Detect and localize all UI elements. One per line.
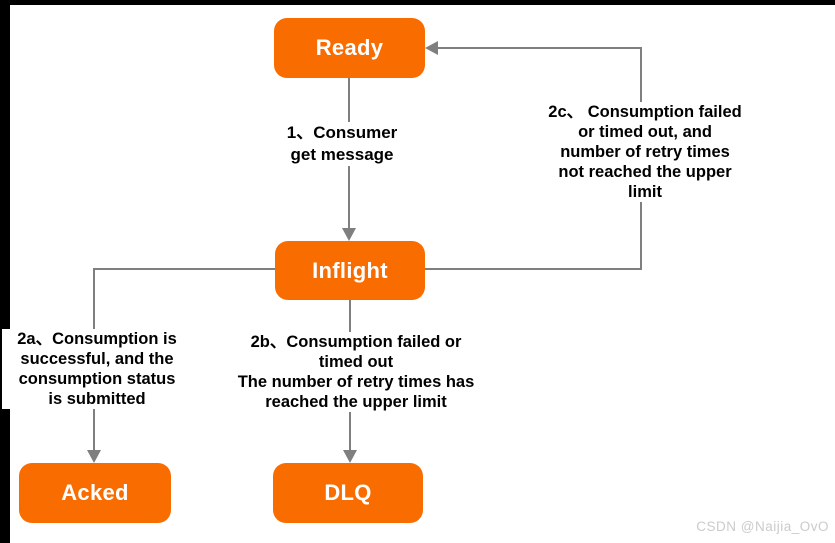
edge-label-line: get message: [290, 145, 394, 164]
arrowhead-into-dlq-icon: [343, 450, 357, 463]
node-ready: Ready: [274, 18, 425, 78]
edge-label-consumption-successful: 2a、Consumption is successful, and the co…: [2, 329, 192, 409]
screen-edge-left: [0, 0, 10, 543]
arrowhead-into-ready-icon: [425, 41, 438, 55]
node-inflight: Inflight: [275, 241, 425, 300]
edge-label-line: timed out: [318, 353, 394, 371]
edge-label-line: 2b、Consumption failed or: [250, 333, 462, 351]
edge-label-line: reached the upper limit: [265, 393, 447, 411]
edge-label-line: 2c、 Consumption failed: [548, 103, 742, 121]
edge-label-retry-limit-reached: 2b、Consumption failed or timed out The n…: [231, 332, 481, 412]
edge-label-retry-not-reached: 2c、 Consumption failed or timed out, and…: [538, 102, 752, 202]
edge-label-line: 2a、Consumption is: [17, 330, 177, 348]
edge-label-line: number of retry times: [560, 143, 730, 161]
edge-label-line: limit: [628, 183, 662, 201]
edge-label-line: The number of retry times has: [237, 373, 475, 391]
node-acked: Acked: [19, 463, 171, 523]
edge-label-line: consumption status: [18, 370, 176, 388]
edge-label-consumer-get-message: 1、Consumer get message: [262, 122, 422, 166]
arrowhead-into-inflight-icon: [342, 228, 356, 241]
edge-inflight-to-ready-hline-bottom: [425, 268, 642, 270]
node-dlq: DLQ: [273, 463, 423, 523]
edge-inflight-to-acked-hline: [93, 268, 275, 270]
edge-label-line: 1、Consumer: [286, 123, 398, 142]
edge-label-line: successful, and the: [20, 350, 174, 368]
edge-label-line: is submitted: [48, 390, 146, 408]
edge-label-line: not reached the upper: [558, 163, 732, 181]
edge-label-line: or timed out, and: [578, 123, 712, 141]
watermark: CSDN @Naijia_OvO: [696, 519, 829, 534]
edge-inflight-to-ready-hline-top: [437, 47, 642, 49]
screen-edge-top: [0, 0, 835, 5]
arrowhead-into-acked-icon: [87, 450, 101, 463]
